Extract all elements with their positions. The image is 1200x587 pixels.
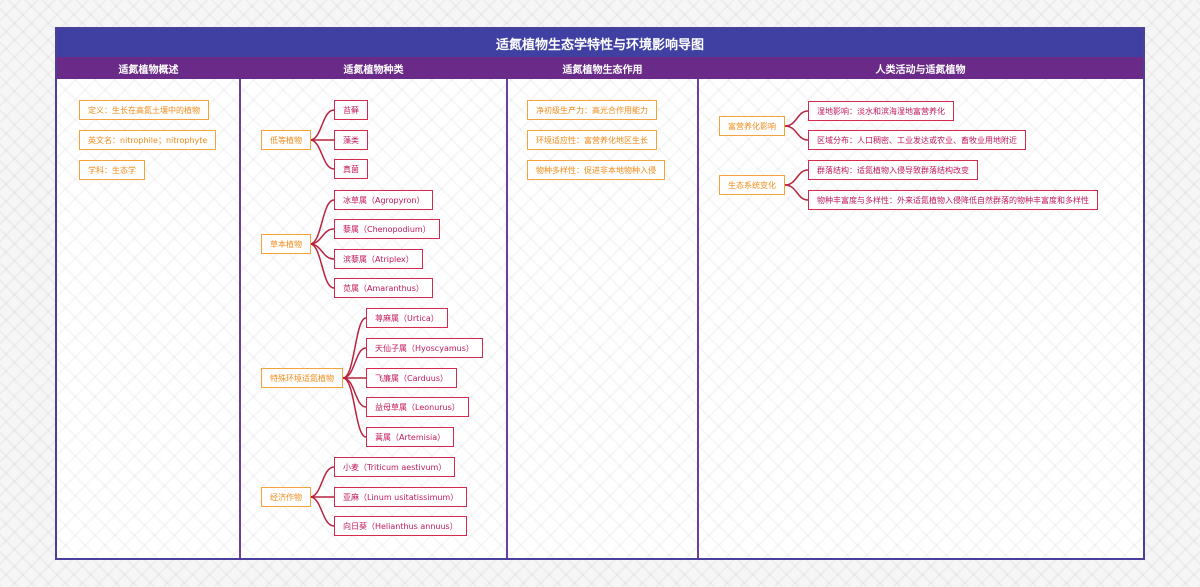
- human-group-eutrophication: 富营养化影响: [719, 116, 785, 136]
- human-group-ecosystem: 生态系统变化: [719, 175, 785, 195]
- human-item: 区域分布：人口稠密、工业发达或农业、畜牧业用地附近: [808, 130, 1026, 150]
- human-item: 湿地影响：淡水和滨海湿地富营养化: [808, 101, 954, 121]
- species-item: 苋属（Amaranthus）: [334, 278, 433, 298]
- species-group-crops: 经济作物: [261, 487, 311, 507]
- effect-adaptability: 环境适应性：富营养化地区生长: [527, 130, 657, 150]
- species-item: 藜属（Chenopodium）: [334, 219, 440, 239]
- species-item: 天仙子属（Hyoscyamus）: [366, 338, 483, 358]
- effect-diversity: 物种多样性：促进非本地物种入侵: [527, 160, 665, 180]
- species-item: 藻类: [334, 130, 368, 150]
- human-item: 物种丰富度与多样性：外来适氮植物入侵降低自然群落的物种丰富度和多样性: [808, 190, 1098, 210]
- effect-productivity: 净初级生产力：高光合作用能力: [527, 100, 657, 120]
- species-item: 向日葵（Helianthus annuus）: [334, 516, 467, 536]
- overview-english-name: 英文名：nitrophile；nitrophyte: [79, 130, 217, 150]
- mindmap-frame: 适氮植物生态学特性与环境影响导图 适氮植物概述 适氮植物种类 适氮植物生态作用 …: [55, 27, 1145, 560]
- column-header-effects: 适氮植物生态作用: [507, 57, 698, 79]
- column-header-overview: 适氮植物概述: [57, 57, 240, 79]
- column-divider: [239, 79, 241, 558]
- page-title: 适氮植物生态学特性与环境影响导图: [57, 29, 1143, 57]
- column-divider: [697, 79, 699, 558]
- species-group-special: 特殊环境适氮植物: [261, 368, 343, 388]
- content-background: [57, 79, 1143, 558]
- column-header-species: 适氮植物种类: [240, 57, 507, 79]
- species-item: 飞廉属（Carduus）: [366, 368, 458, 388]
- species-item: 小麦（Triticum aestivum）: [334, 457, 456, 477]
- species-item: 苔藓: [334, 100, 368, 120]
- column-divider: [506, 79, 508, 558]
- species-item: 冰草属（Agropyron）: [334, 190, 434, 210]
- overview-definition: 定义：生长在高氮土壤中的植物: [79, 100, 209, 120]
- human-item: 群落结构：适氮植物入侵导致群落结构改变: [808, 160, 978, 180]
- species-item: 滨藜属（Atriplex）: [334, 249, 423, 269]
- species-group-herbaceous: 草本植物: [261, 234, 311, 254]
- overview-discipline: 学科：生态学: [79, 160, 145, 180]
- species-item: 益母草属（Leonurus）: [366, 397, 469, 417]
- column-header-human: 人类活动与适氮植物: [698, 57, 1143, 79]
- species-item: 真菌: [334, 159, 368, 179]
- species-item: 亚麻（Linum usitatissimum）: [334, 487, 468, 507]
- species-item: 蒿属（Artemisia）: [366, 427, 455, 447]
- species-item: 荨麻属（Urtica）: [366, 308, 448, 328]
- species-group-lower: 低等植物: [261, 130, 311, 150]
